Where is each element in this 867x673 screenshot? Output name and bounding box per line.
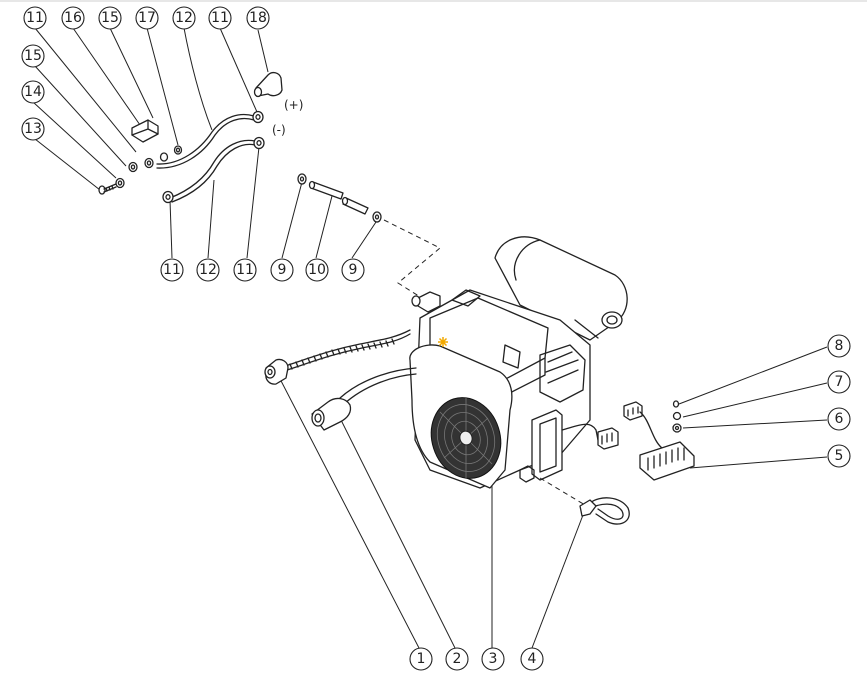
- leader-lines: [32, 27, 828, 649]
- callout-9: 9: [270, 258, 294, 282]
- bolt: [98, 183, 117, 195]
- callout-11: 11: [233, 258, 257, 282]
- callout-11: 11: [160, 258, 184, 282]
- callout-15: 15: [21, 44, 45, 68]
- negative-label: (-): [272, 123, 286, 137]
- svg-text:1: 1: [417, 651, 426, 667]
- svg-text:11: 11: [26, 10, 44, 26]
- svg-text:13: 13: [24, 121, 42, 137]
- throttle-cable: [264, 329, 411, 385]
- highlight-marker: [438, 337, 448, 347]
- callout-3: 3: [481, 647, 505, 671]
- negative-cable: [169, 139, 256, 199]
- callout-7: 7: [827, 370, 851, 394]
- svg-text:4: 4: [528, 651, 537, 667]
- callout-10: 10: [305, 258, 329, 282]
- positive-label: (+): [284, 98, 303, 112]
- callout-11: 11: [23, 6, 47, 30]
- voltage-regulator: [623, 400, 695, 481]
- svg-text:16: 16: [64, 10, 82, 26]
- terminal-cover: [255, 71, 283, 97]
- svg-text:10: 10: [308, 262, 326, 278]
- callout-12: 12: [172, 6, 196, 30]
- callout-16: 16: [61, 6, 85, 30]
- callout-15: 15: [98, 6, 122, 30]
- choke-cable: [311, 367, 417, 431]
- callout-8: 8: [827, 334, 851, 358]
- terminal-boot: [131, 119, 159, 143]
- positive-cable: [156, 113, 255, 165]
- engine-assembly: [409, 236, 628, 489]
- svg-text:14: 14: [24, 84, 42, 100]
- svg-text:9: 9: [278, 262, 287, 278]
- svg-text:17: 17: [138, 10, 156, 26]
- callout-12: 12: [196, 258, 220, 282]
- callout-4: 4: [520, 647, 544, 671]
- svg-text:2: 2: [453, 651, 462, 667]
- svg-text:18: 18: [249, 10, 267, 26]
- battery-hardware: [98, 71, 283, 204]
- callout-5: 5: [827, 444, 851, 468]
- harness: [539, 477, 630, 525]
- svg-text:15: 15: [101, 10, 119, 26]
- lock-washer-right: [672, 411, 682, 421]
- svg-text:11: 11: [211, 10, 229, 26]
- svg-text:9: 9: [349, 262, 358, 278]
- callout-18: 18: [246, 6, 270, 30]
- callout-9: 9: [341, 258, 365, 282]
- nut: [159, 152, 169, 162]
- callout-6: 6: [827, 407, 851, 431]
- callout-2: 2: [445, 647, 469, 671]
- svg-text:7: 7: [835, 374, 844, 390]
- callouts: 11 16 15 17 12 11 18 15 14 13 11 12 11 9…: [21, 6, 851, 671]
- svg-text:3: 3: [489, 651, 498, 667]
- svg-text:12: 12: [175, 10, 193, 26]
- callout-11: 11: [208, 6, 232, 30]
- callout-14: 14: [21, 80, 45, 104]
- svg-text:8: 8: [835, 338, 844, 354]
- callout-13: 13: [21, 117, 45, 141]
- pin-assembly: [297, 173, 441, 299]
- svg-text:5: 5: [835, 448, 844, 464]
- callout-17: 17: [135, 6, 159, 30]
- svg-text:12: 12: [199, 262, 217, 278]
- svg-text:6: 6: [835, 411, 844, 427]
- wire-connector: [597, 427, 619, 450]
- callout-1: 1: [409, 647, 433, 671]
- screw: [672, 400, 680, 408]
- svg-text:11: 11: [163, 262, 181, 278]
- svg-text:15: 15: [24, 48, 42, 64]
- svg-text:11: 11: [236, 262, 254, 278]
